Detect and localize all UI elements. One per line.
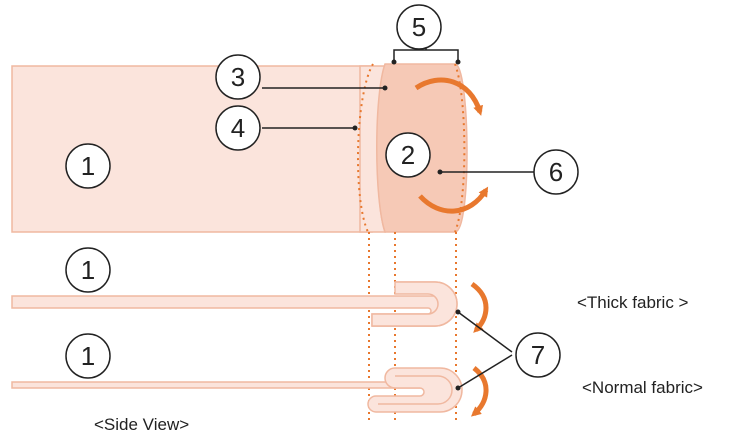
rotate-arrow-bottom — [418, 186, 489, 214]
thick-fabric-label: <Thick fabric > — [577, 293, 689, 312]
callout-2: 2 — [385, 132, 431, 178]
svg-text:1: 1 — [81, 341, 95, 371]
svg-text:1: 1 — [81, 151, 95, 181]
normal-fabric-label: <Normal fabric> — [582, 378, 703, 397]
callout-1-bot: 1 — [65, 333, 111, 379]
svg-text:1: 1 — [81, 255, 95, 285]
callout-6: 6 — [533, 149, 579, 195]
svg-text:2: 2 — [401, 140, 415, 170]
dotted-fold-line-4 — [357, 63, 374, 233]
thick-fold-fill — [371, 281, 458, 327]
callout-1-top: 1 — [65, 143, 111, 189]
side-view-label: <Side View> — [94, 415, 189, 434]
normal-fold-inner — [378, 375, 453, 405]
svg-text:3: 3 — [231, 62, 245, 92]
svg-text:5: 5 — [412, 12, 426, 42]
dotted-edge-line — [454, 63, 466, 233]
svg-text:4: 4 — [231, 113, 245, 143]
svg-text:7: 7 — [531, 340, 545, 370]
svg-text:6: 6 — [549, 157, 563, 187]
callout-7: 7 — [515, 332, 561, 378]
callout-4: 4 — [215, 105, 261, 151]
normal-fold-arrow — [470, 366, 489, 417]
normal-fabric-fold — [11, 381, 421, 389]
sleeve-tube — [11, 65, 373, 233]
callout-3: 3 — [215, 54, 261, 100]
callout-5: 5 — [396, 4, 442, 50]
rotate-arrow-top — [414, 77, 483, 116]
callout-1-mid: 1 — [65, 247, 111, 293]
normal-fold-loop-outer — [367, 367, 463, 413]
